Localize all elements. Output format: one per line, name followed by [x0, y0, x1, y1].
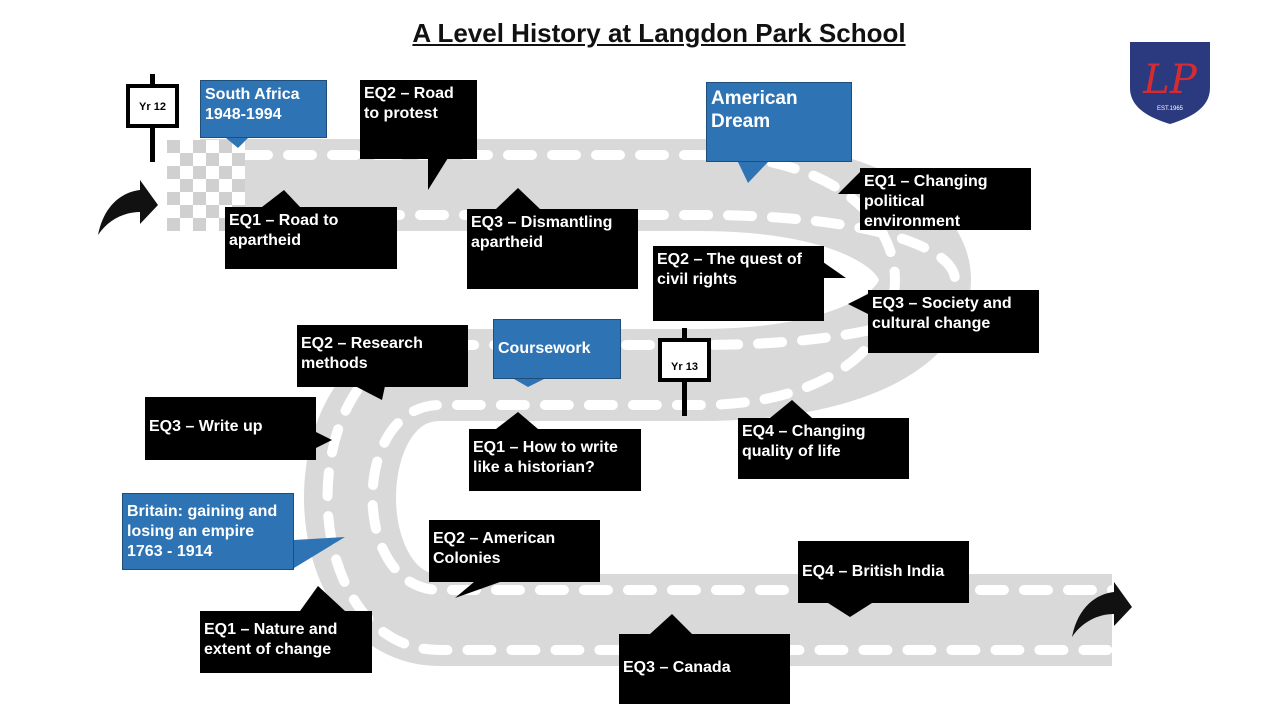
year-12-label: Yr 12	[139, 101, 166, 113]
question-sa-eq2: EQ2 – Road to protest	[360, 80, 477, 159]
year-13-sign-icon	[658, 328, 711, 416]
crest-est: EST.1965	[1157, 106, 1184, 112]
topic-britain: Britain: gaining and losing an empire 17…	[122, 493, 294, 570]
question-br-eq3: EQ3 – Canada	[619, 634, 790, 704]
question-ad-eq4: EQ4 – Changing quality of life	[738, 418, 909, 479]
question-ad-eq3: EQ3 – Society and cultural change	[868, 290, 1039, 353]
page-title: A Level History at Langdon Park School	[412, 18, 906, 48]
question-cw-eq3: EQ3 – Write up	[145, 397, 316, 460]
topic-south-africa: South Africa 1948-1994	[200, 80, 327, 138]
year-12-sign-icon	[126, 74, 179, 162]
question-ad-eq2: EQ2 – The quest of civil rights	[653, 246, 824, 321]
topic-american-dream: American Dream	[706, 82, 852, 162]
end-arrow-icon	[1072, 582, 1132, 637]
topic-coursework: Coursework	[493, 319, 621, 379]
question-cw-eq1: EQ1 – How to write like a historian?	[469, 429, 641, 491]
question-sa-eq3: EQ3 – Dismantling apartheid	[467, 209, 638, 289]
school-crest-icon: LP EST.1965	[1130, 42, 1210, 124]
callout-pointers	[262, 158, 872, 634]
question-sa-eq1: EQ1 – Road to apartheid	[225, 207, 397, 269]
topic-pointers	[226, 138, 768, 568]
crest-letters: LP	[1142, 57, 1198, 103]
question-br-eq2: EQ2 – American Colonies	[429, 520, 600, 582]
question-cw-eq2: EQ2 – Research methods	[297, 325, 468, 387]
road-lane-dashes	[195, 210, 1117, 655]
question-br-eq1: EQ1 – Nature and extent of change	[200, 611, 372, 673]
question-br-eq4: EQ4 – British India	[798, 541, 969, 603]
road-lane-dashes	[195, 150, 1117, 595]
start-arrow-icon	[98, 180, 158, 235]
question-ad-eq1: EQ1 – Changing political environment	[860, 168, 1031, 230]
year-13-label: Yr 13	[671, 361, 698, 373]
